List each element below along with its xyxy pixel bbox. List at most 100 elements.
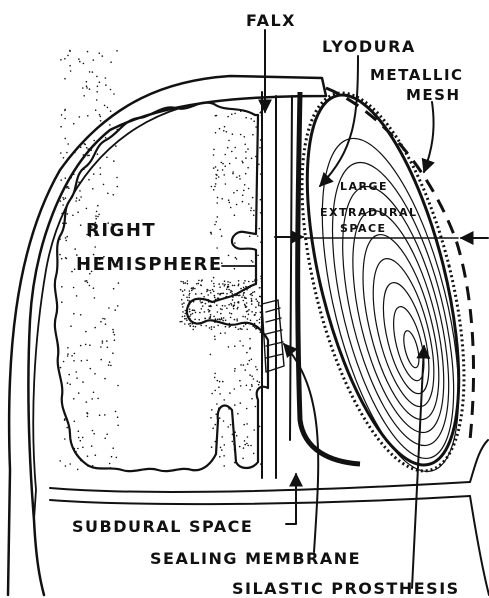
stipple-dot: [194, 288, 196, 290]
stipple-dot: [65, 257, 67, 259]
stipple-dot: [112, 352, 114, 354]
stipple-dot: [185, 310, 187, 312]
stipple-dot: [240, 288, 242, 290]
stipple-dot: [226, 308, 228, 310]
stipple-dot: [224, 126, 226, 128]
stipple-dot: [102, 340, 104, 342]
stipple-dot: [189, 304, 191, 306]
stipple-dot: [259, 287, 261, 289]
stipple-dot: [69, 50, 71, 52]
stipple-dot: [246, 443, 248, 445]
stipple-dot: [60, 152, 62, 154]
stipple-dot: [202, 305, 204, 307]
stipple-dot: [65, 240, 67, 242]
stipple-dot: [96, 211, 98, 213]
stipple-dot: [251, 375, 253, 377]
stipple-dot: [75, 451, 77, 453]
stipple-dot: [238, 285, 240, 287]
stipple-dot: [116, 50, 118, 52]
stipple-dot: [90, 149, 92, 151]
stipple-dot: [199, 312, 201, 314]
stipple-dot: [211, 409, 213, 411]
stipple-dot: [97, 86, 99, 88]
stipple-dot: [228, 408, 230, 410]
stipple-dot: [188, 297, 190, 299]
stipple-dot: [210, 314, 212, 316]
stipple-dot: [220, 333, 222, 335]
stipple-dot: [181, 303, 183, 305]
stipple-dot: [250, 320, 252, 322]
stipple-dot: [95, 454, 97, 456]
skull-inner-line: [33, 108, 180, 520]
stipple-dot: [236, 320, 238, 322]
stipple-dot: [97, 216, 99, 218]
stipple-dot: [251, 207, 253, 209]
stipple-dot: [193, 288, 195, 290]
stipple-dot: [64, 419, 66, 421]
stipple-dot: [79, 199, 81, 201]
stipple-dot: [89, 71, 91, 73]
stipple-dot: [237, 308, 239, 310]
stipple-dot: [214, 390, 216, 392]
stipple-dot: [246, 385, 248, 387]
stipple-dot: [213, 167, 215, 169]
stipple-dot: [246, 352, 248, 354]
stipple-dot: [73, 287, 75, 289]
stipple-dot: [213, 285, 215, 287]
stipple-dot: [239, 380, 241, 382]
stipple-dot: [87, 465, 89, 467]
stipple-dot: [215, 299, 217, 301]
stipple-dot: [86, 208, 88, 210]
stipple-dot: [192, 309, 194, 311]
stipple-dot: [86, 87, 88, 89]
stipple-dot: [234, 302, 236, 304]
stipple-dot: [105, 77, 107, 79]
stipple-dot: [65, 223, 67, 225]
stipple-dot: [115, 145, 117, 147]
stipple-dot: [219, 318, 221, 320]
stipple-dot: [92, 188, 94, 190]
stipple-dot: [214, 336, 216, 338]
stipple-dot: [210, 417, 212, 419]
stipple-dot: [245, 369, 247, 371]
stipple-dot: [213, 301, 215, 303]
stipple-dot: [254, 323, 256, 325]
stipple-dot: [248, 281, 250, 283]
stipple-dot: [66, 236, 68, 238]
stipple-dot: [80, 224, 82, 226]
stipple-dot: [256, 369, 258, 371]
stipple-dot: [247, 288, 249, 290]
stipple-dot: [193, 301, 195, 303]
stipple-dot: [60, 179, 62, 181]
stipple-dot: [250, 294, 252, 296]
stipple-dot: [102, 342, 104, 344]
stipple-dot: [217, 216, 219, 218]
stipple-dot: [243, 292, 245, 294]
stipple-dot: [253, 378, 255, 380]
stipple-dot: [258, 302, 260, 304]
stipple-dot: [260, 199, 262, 201]
stipple-dot: [249, 236, 251, 238]
stipple-dot: [227, 147, 229, 149]
stipple-dot: [114, 339, 116, 341]
stipple-dot: [230, 317, 232, 319]
stipple-dot: [252, 134, 254, 136]
stipple-dot: [237, 413, 239, 415]
stipple-dot: [227, 286, 229, 288]
stipple-dot: [237, 307, 239, 309]
stipple-dot: [257, 255, 259, 257]
stipple-dot: [59, 254, 61, 256]
stipple-dot: [214, 377, 216, 379]
stipple-dot: [242, 458, 244, 460]
stipple-dot: [115, 411, 117, 413]
stipple-dot: [108, 364, 110, 366]
stipple-dot: [186, 319, 188, 321]
lyodura-arrow: [320, 56, 358, 186]
stipple-dot: [232, 173, 234, 175]
stipple-dot: [212, 427, 214, 429]
stipple-dot: [220, 313, 222, 315]
stipple-dot: [234, 242, 236, 244]
stipple-dot: [113, 160, 115, 162]
stipple-dot: [100, 167, 102, 169]
